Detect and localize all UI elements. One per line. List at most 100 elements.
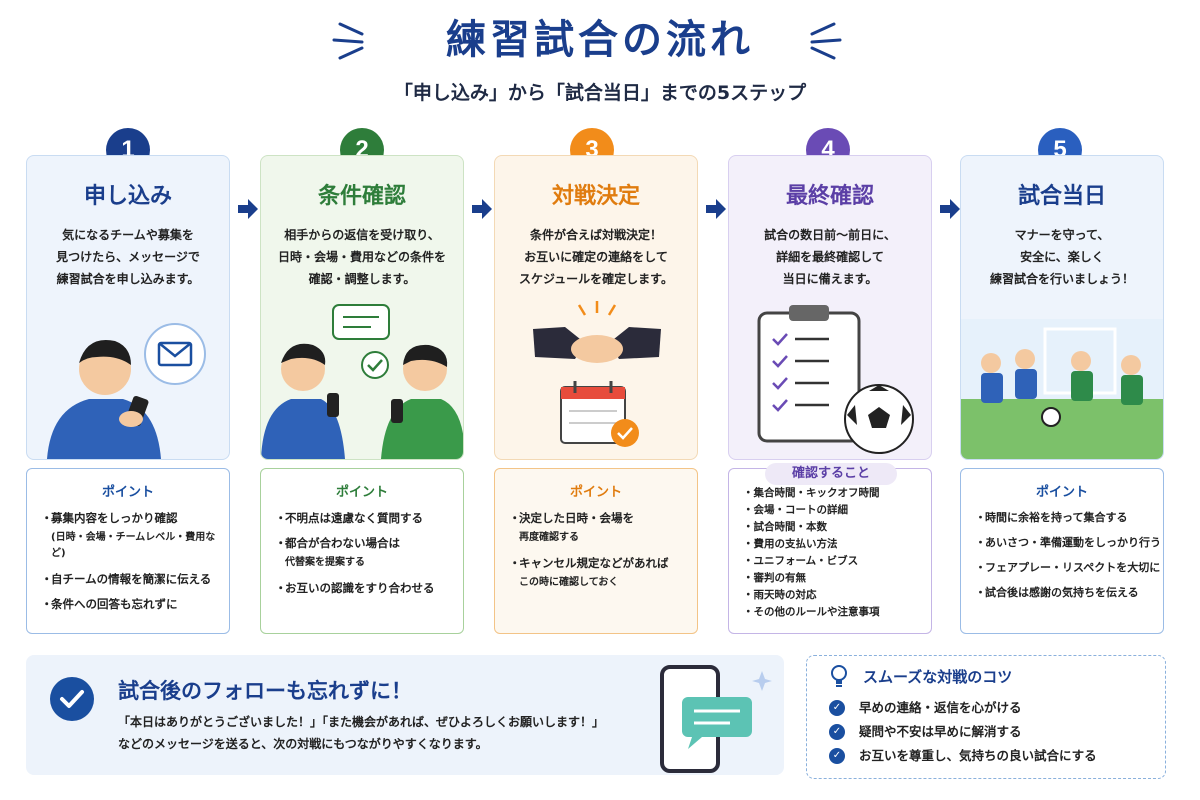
- list-item: ✓ 疑問や不安は早めに解消する: [829, 720, 1097, 744]
- step-2-desc-line: 相手からの返信を受け取り、: [284, 228, 440, 242]
- point-subtext: (日時・会場・チームレベル・費用など): [51, 532, 216, 559]
- list-item: ・試合後は感謝の気持ちを伝える: [975, 586, 1139, 599]
- step-3-desc-line: 条件が合えば対戦決定！: [529, 228, 662, 242]
- point-text: お互いの認識をすり合わせる: [285, 581, 435, 595]
- step-5-point-box: ポイント ・時間に余裕を持って集合する ・あいさつ・準備運動をしっかり行う ・フ…: [960, 468, 1164, 634]
- tip-text: 早めの連絡・返信を心がける: [859, 700, 1022, 715]
- step-1-desc-line: 見つけたら、メッセージで: [56, 250, 200, 264]
- point-heading: ポイント: [335, 485, 388, 500]
- step-4-point-box: 確認すること ・集合時間・キックオフ時間 ・会場・コートの詳細 ・試合時間・本数…: [728, 463, 932, 634]
- point-text: 決定した日時・会場を: [519, 511, 634, 525]
- step-2-card: 条件確認 相手からの返信を受け取り、 日時・会場・費用などの条件を 確認・調整し…: [260, 155, 464, 460]
- point-text: 集合時間・キックオフ時間: [753, 487, 880, 499]
- tip-text: お互いを尊重し、気持ちの良い試合にする: [859, 748, 1097, 763]
- point-text: 雨天時の対応: [753, 589, 817, 601]
- step-5-desc-line: 練習試合を行いましょう！: [989, 272, 1134, 286]
- point-subtext: 再度確認する: [519, 532, 579, 543]
- list-item: ・ユニフォーム・ビブス: [743, 555, 859, 567]
- tip-text: 疑問や不安は早めに解消する: [859, 724, 1022, 739]
- list-item: ・自チームの情報を簡潔に伝える: [41, 572, 212, 586]
- step-2-desc: 相手からの返信を受け取り、 日時・会場・費用などの条件を 確認・調整します。: [261, 224, 463, 290]
- point-text: フェアプレー・リスペクトを大切に: [985, 561, 1161, 574]
- point-text: 費用の支払い方法: [753, 538, 838, 550]
- step-2-point-box: ポイント ・不明点は遠慮なく質問する ・都合が合わない場合は代替案を提案する ・…: [260, 468, 464, 634]
- list-item: ・費用の支払い方法: [743, 538, 838, 550]
- burst-right-icon: [810, 22, 842, 60]
- point-text: ユニフォーム・ビブス: [753, 555, 859, 567]
- list-item: ・お互いの認識をすり合わせる: [275, 581, 435, 595]
- point-text: 会場・コートの詳細: [753, 504, 849, 516]
- list-item: ・審判の有無: [743, 572, 807, 584]
- page-title: 練習試合の流れ: [446, 17, 754, 63]
- step-5-title: 試合当日: [1017, 184, 1106, 209]
- point-text: キャンセル規定などがあれば: [519, 556, 669, 570]
- burst-left-icon: [332, 22, 364, 60]
- step-3-desc-line: スケジュールを確定します。: [519, 272, 673, 286]
- step-1-point-box: ポイント ・募集内容をしっかり確認(日時・会場・チームレベル・費用など) ・自チ…: [26, 468, 230, 634]
- step-4-desc-line: 試合の数日前〜前日に、: [764, 228, 896, 242]
- list-item: ・雨天時の対応: [743, 589, 817, 601]
- point-text: 自チームの情報を簡潔に伝える: [51, 572, 212, 586]
- point-text: 試合後は感謝の気持ちを伝える: [985, 586, 1139, 599]
- step-3-desc-line: お互いに確定の連絡をして: [524, 250, 668, 264]
- list-item: ・フェアプレー・リスペクトを大切に: [975, 561, 1161, 574]
- step-2-title: 条件確認: [317, 184, 406, 209]
- point-text: 条件への回答も忘れずに: [51, 597, 178, 611]
- point-text: 試合時間・本数: [753, 521, 828, 533]
- point-heading: ポイント: [1035, 485, 1088, 500]
- step-3-title: 対戦決定: [551, 184, 640, 209]
- check-icon: ✓: [829, 724, 845, 740]
- soccer-players-icon: [961, 319, 1163, 459]
- clipboard-ball-icon: [757, 305, 914, 454]
- point-text: 審判の有無: [753, 572, 807, 584]
- check-circle-icon: [50, 677, 94, 721]
- list-item: ・集合時間・キックオフ時間: [743, 487, 880, 499]
- list-item: ・キャンセル規定などがあればこの時に確認しておく: [509, 555, 697, 591]
- point-heading: 確認すること: [765, 463, 897, 485]
- step-4-title: 最終確認: [785, 184, 874, 209]
- point-text: 不明点は遠慮なく質問する: [285, 511, 423, 525]
- step-1-title: 申し込み: [83, 184, 172, 209]
- tips-panel: スムーズな対戦のコツ ✓ 早めの連絡・返信を心がける ✓ 疑問や不安は早めに解消する…: [806, 655, 1166, 779]
- point-subtext: この時に確認しておく: [519, 577, 619, 588]
- step-1-desc-line: 練習試合を申し込みます。: [56, 272, 200, 286]
- step-5-desc: マナーを守って、 安全に、楽しく 練習試合を行いましょう！: [961, 224, 1163, 290]
- list-item: ・決定した日時・会場を再度確認する: [509, 510, 697, 546]
- page-subtitle: 「申し込み」から「試合当日」までの5ステップ: [393, 82, 807, 104]
- point-text: 募集内容をしっかり確認: [51, 511, 178, 525]
- step-2-desc-line: 確認・調整します。: [308, 272, 416, 286]
- tips-title: スムーズな対戦のコツ: [863, 668, 1013, 686]
- step-2-desc-line: 日時・会場・費用などの条件を: [277, 250, 446, 264]
- two-people-chat-icon: [261, 304, 463, 459]
- list-item: ・募集内容をしっかり確認(日時・会場・チームレベル・費用など): [41, 510, 229, 562]
- list-item: ・時間に余裕を持って集合する: [975, 511, 1128, 524]
- point-text: 都合が合わない場合は: [285, 536, 400, 550]
- handshake-calendar-icon: [533, 301, 661, 447]
- list-item: ・あいさつ・準備運動をしっかり行う: [975, 536, 1161, 549]
- lightbulb-icon: [831, 665, 847, 687]
- point-text: あいさつ・準備運動をしっかり行う: [985, 536, 1161, 549]
- step-1-desc: 気になるチームや募集を 見つけたら、メッセージで 練習試合を申し込みます。: [27, 224, 229, 290]
- step-3-card: 対戦決定 条件が合えば対戦決定！ お互いに確定の連絡をして スケジュールを確定し…: [494, 155, 698, 460]
- arrow-right-icon: [238, 199, 258, 219]
- arrow-right-icon: [706, 199, 726, 219]
- person-phone-mail-icon: [47, 323, 206, 459]
- phone-message-icon: [660, 665, 772, 773]
- check-icon: ✓: [829, 700, 845, 716]
- step-3-point-box: ポイント ・決定した日時・会場を再度確認する ・キャンセル規定などがあればこの時…: [494, 468, 698, 634]
- list-item: ・不明点は遠慮なく質問する: [275, 511, 423, 525]
- point-heading: ポイント: [569, 485, 622, 500]
- step-1-desc-line: 気になるチームや募集を: [62, 228, 194, 242]
- point-text: その他のルールや注意事項: [753, 606, 880, 618]
- point-heading: ポイント: [101, 485, 154, 500]
- follow-up-line: などのメッセージを送ると、次の対戦にもつながりやすくなります。: [118, 737, 488, 751]
- check-icon: ✓: [829, 748, 845, 764]
- point-text: 時間に余裕を持って集合する: [985, 511, 1128, 524]
- list-item: ✓ 早めの連絡・返信を心がける: [829, 696, 1097, 720]
- step-4-desc-line: 当日に備えます。: [782, 272, 878, 286]
- step-3-desc: 条件が合えば対戦決定！ お互いに確定の連絡をして スケジュールを確定します。: [495, 224, 697, 290]
- list-item: ✓ お互いを尊重し、気持ちの良い試合にする: [829, 744, 1097, 768]
- step-4-desc: 試合の数日前〜前日に、 詳細を最終確認して 当日に備えます。: [729, 224, 931, 290]
- list-item: ・その他のルールや注意事項: [743, 606, 880, 618]
- step-5-card: 試合当日 マナーを守って、 安全に、楽しく 練習試合を行いましょう！: [960, 155, 1164, 460]
